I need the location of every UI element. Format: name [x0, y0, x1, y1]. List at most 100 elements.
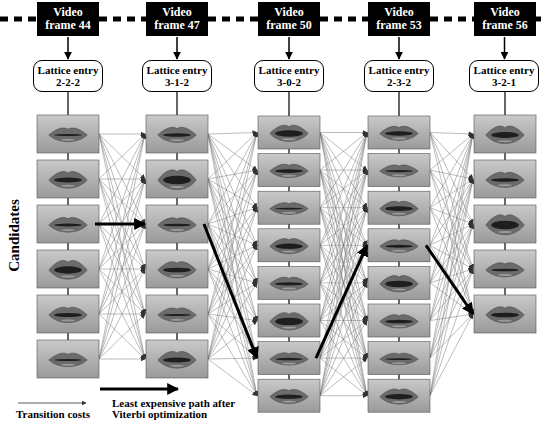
- lip-image: [146, 250, 208, 288]
- lip-frame: [146, 115, 208, 153]
- transition-line: [99, 134, 145, 269]
- lip-shape: [158, 127, 196, 142]
- lip-frame: [37, 160, 99, 198]
- lip-highlight: [282, 138, 296, 140]
- lip-shape: [158, 218, 196, 232]
- node-text: Lattice entry 2-2-2: [36, 64, 100, 88]
- lip-shape: [270, 277, 308, 290]
- transition-line: [208, 133, 257, 225]
- transition-line: [430, 170, 473, 269]
- node-text: Lattice entry 3-0-2: [257, 64, 321, 88]
- lip-image: [37, 205, 99, 243]
- lip-highlight: [61, 229, 75, 231]
- transition-lines: [99, 133, 473, 396]
- transition-line: [320, 133, 367, 359]
- transition-line: [99, 134, 145, 269]
- legend-text: Transition costs: [16, 409, 94, 420]
- mouth-opening: [491, 269, 519, 272]
- lip-image: [474, 295, 536, 333]
- lip-shape: [380, 165, 418, 177]
- mouth-opening: [385, 170, 413, 172]
- flow-arrow: [504, 37, 506, 59]
- lip-image: [258, 116, 320, 149]
- flow-arrow: [176, 37, 178, 59]
- lip-frame: [258, 116, 320, 149]
- transition-line: [208, 133, 257, 360]
- transition-line: [320, 133, 367, 321]
- transition-line: [430, 134, 473, 396]
- lip-frame: [37, 205, 99, 243]
- lip-highlight: [282, 401, 296, 403]
- transition-line: [320, 133, 367, 171]
- transition-line: [320, 170, 367, 396]
- video-frame-box: Video frame 56: [474, 2, 536, 36]
- timeline-link: [99, 17, 146, 22]
- transition-line: [430, 314, 473, 321]
- viterbi-arrow: [95, 223, 145, 226]
- transition-line: [430, 134, 473, 245]
- lip-frame: [258, 191, 320, 224]
- lip-shape: [486, 263, 524, 277]
- video-frame-box: Video frame 53: [368, 2, 430, 36]
- mouth-opening: [275, 169, 303, 173]
- transition-line: [430, 314, 473, 358]
- timeline-link: [320, 17, 368, 22]
- lip-shape: [270, 313, 308, 330]
- lip-highlight: [282, 362, 296, 364]
- transition-line: [320, 358, 367, 396]
- transition-line: [208, 133, 257, 315]
- transition-line: [99, 134, 145, 359]
- transition-line: [320, 133, 367, 208]
- lip-image: [258, 191, 320, 224]
- mouth-opening: [385, 131, 413, 135]
- transition-line: [430, 314, 473, 396]
- mouth-opening: [275, 358, 303, 360]
- transition-line: [320, 133, 367, 321]
- lip-image: [368, 191, 430, 224]
- lip-highlight: [61, 185, 75, 187]
- lip-frame: [474, 250, 536, 288]
- lip-frame: [258, 304, 320, 337]
- flow-arrow: [398, 37, 400, 59]
- candidate-images: [37, 115, 536, 412]
- lip-frame: [258, 266, 320, 299]
- lip-highlight: [392, 325, 406, 327]
- transition-line: [208, 269, 257, 283]
- lip-highlight: [392, 289, 406, 291]
- legend-transition-sample: [18, 403, 86, 404]
- mouth-opening: [275, 130, 303, 136]
- lip-shape: [49, 353, 87, 366]
- mouth-opening: [491, 221, 519, 230]
- lip-frame: [37, 340, 99, 378]
- lip-frame: [146, 340, 208, 378]
- mouth-opening: [163, 133, 191, 136]
- lip-image: [258, 379, 320, 412]
- lip-highlight: [170, 319, 184, 321]
- transition-line: [208, 134, 257, 396]
- transition-line: [208, 133, 257, 270]
- lip-image: [258, 266, 320, 299]
- lip-image: [368, 379, 430, 412]
- transition-line: [320, 170, 367, 396]
- lip-shape: [380, 276, 418, 292]
- transition-line: [99, 314, 145, 359]
- mouth-opening: [163, 357, 191, 362]
- transition-line: [320, 133, 367, 208]
- viterbi-arrow: [426, 245, 473, 314]
- video-frame-box: Video frame 47: [146, 2, 208, 36]
- lip-highlight: [170, 186, 184, 188]
- transition-line: [99, 134, 145, 179]
- transition-line: [99, 134, 145, 359]
- lip-shape: [486, 172, 524, 187]
- transition-line: [208, 208, 257, 224]
- lip-highlight: [282, 212, 296, 214]
- transition-line: [208, 133, 257, 180]
- lip-shape: [49, 260, 87, 279]
- mouth-opening: [275, 208, 303, 210]
- mouth-opening: [385, 206, 413, 211]
- transition-line: [430, 134, 473, 170]
- node-text: Video frame 50: [261, 6, 317, 32]
- video-frame-box: Video frame 44: [37, 2, 99, 36]
- lip-image: [146, 295, 208, 333]
